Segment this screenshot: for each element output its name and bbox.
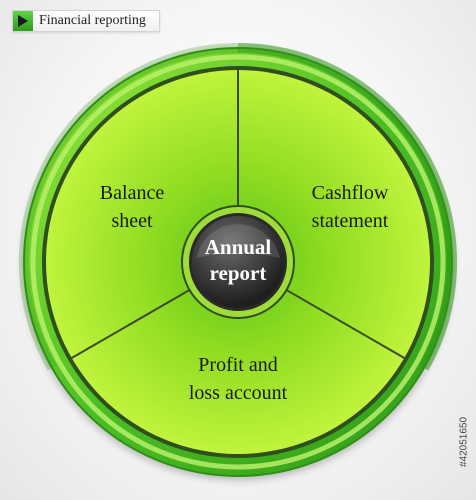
stock-watermark: #42051650 xyxy=(456,392,472,492)
watermark-text: #42051650 xyxy=(458,416,470,468)
hub-gloss xyxy=(196,224,280,258)
sector-cashflow-line1: Cashflow xyxy=(312,182,389,204)
sector-profit-line1: Profit and xyxy=(198,354,277,376)
play-triangle-icon xyxy=(13,11,33,31)
sector-cashflow-line2: statement xyxy=(312,210,389,232)
header-label: Financial reporting xyxy=(12,10,160,32)
center-label-line1: Annual xyxy=(205,235,272,259)
sector-balance-line2: sheet xyxy=(111,210,153,232)
sector-profit-line2: loss account xyxy=(189,382,288,404)
header-title: Financial reporting xyxy=(39,13,146,28)
ring-accent-top-right xyxy=(237,43,458,371)
center-label-line2: report xyxy=(210,261,267,285)
sector-balance-line1: Balance xyxy=(100,182,165,204)
ring-accent-left xyxy=(18,43,239,371)
outer-ring-highlight xyxy=(30,54,446,470)
hub-center xyxy=(192,216,284,308)
